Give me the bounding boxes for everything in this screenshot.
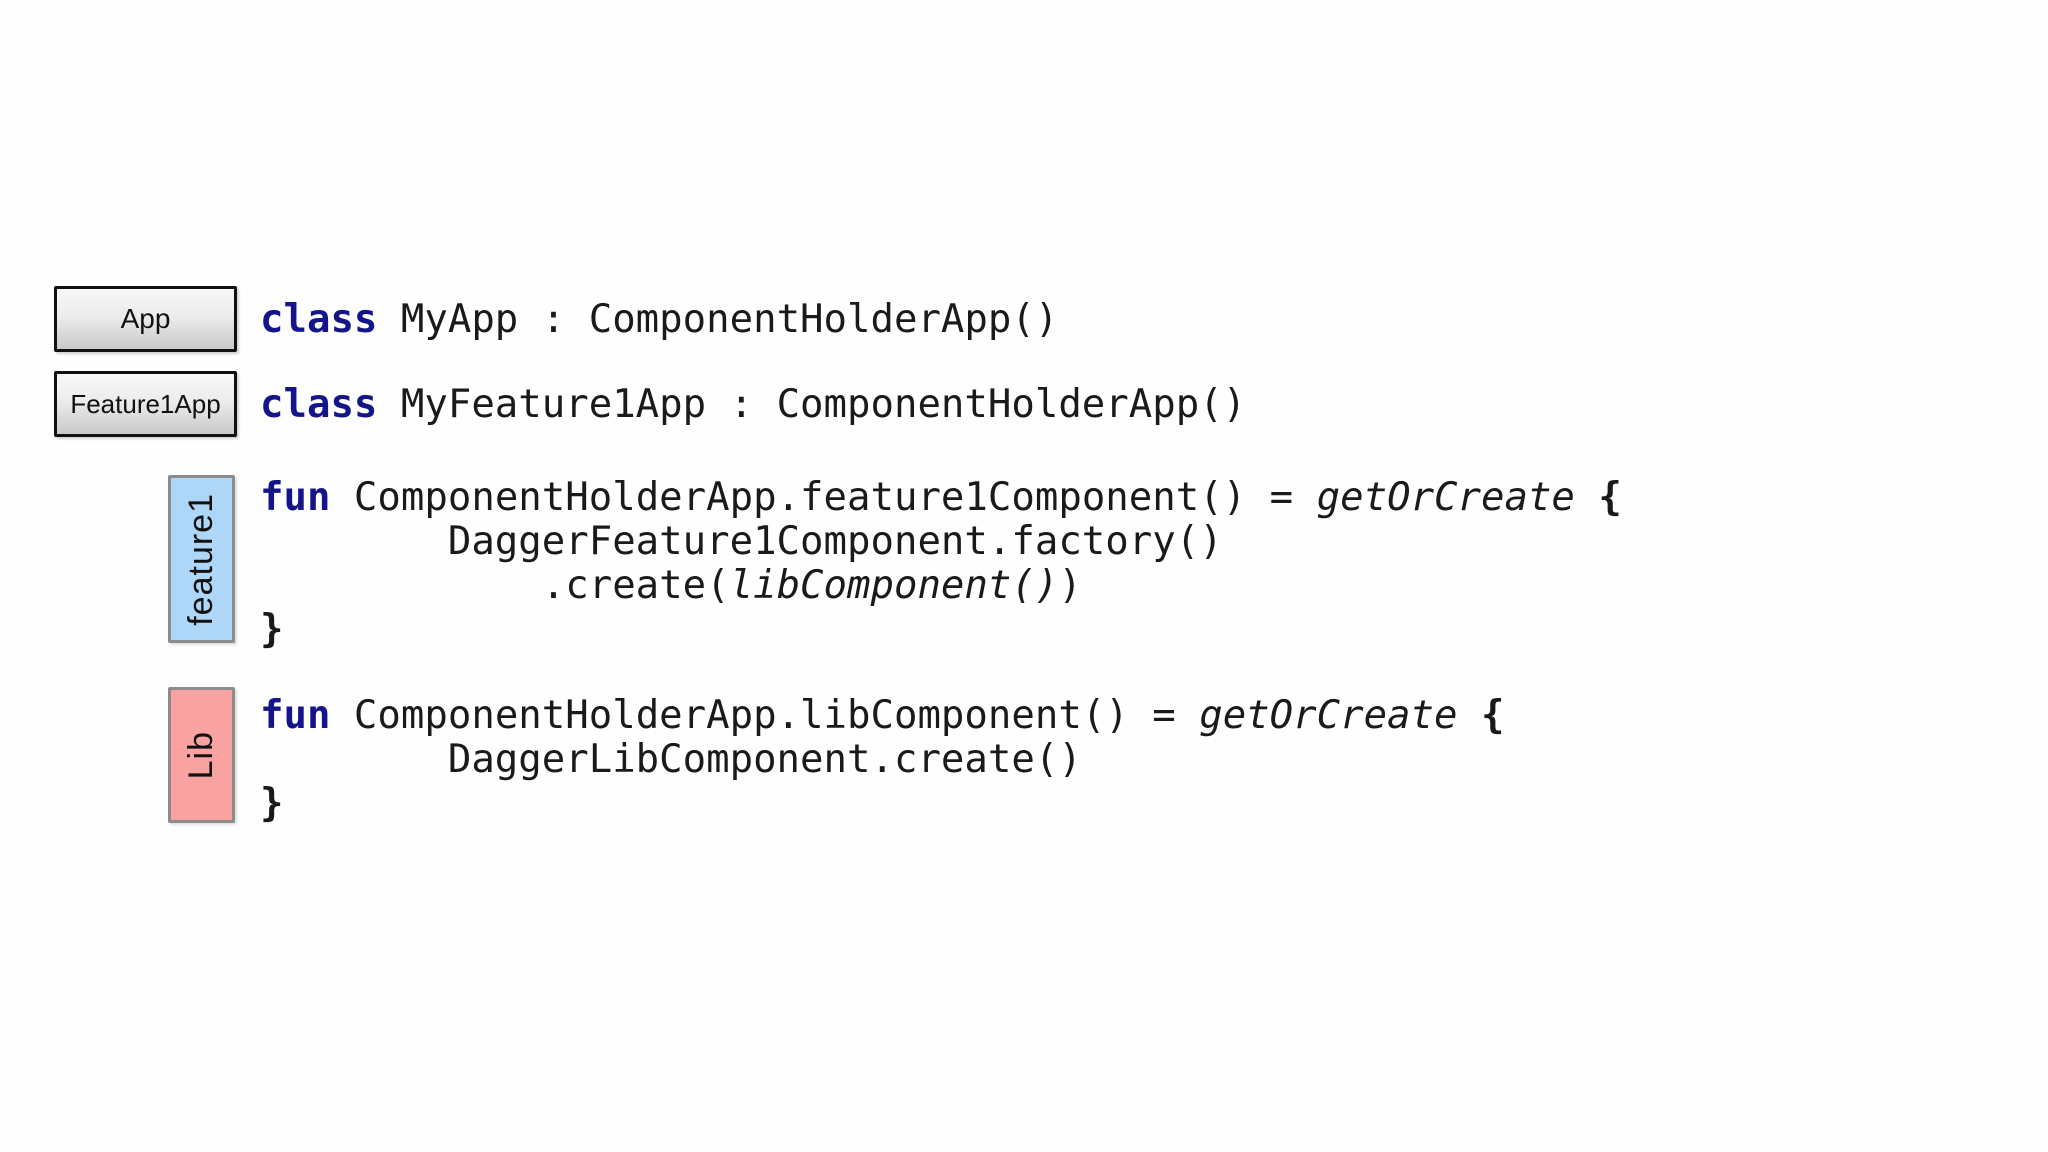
code-line: class MyFeature1App : ComponentHolderApp… [260,383,1246,427]
keyword-fun: fun [260,693,331,738]
code-text: DaggerLibComponent.create() [260,737,1082,782]
lib-label-box: Lib [168,687,235,823]
code-text: MyFeature1App : ComponentHolderApp() [377,382,1247,427]
feature1app-code-line: class MyFeature1App : ComponentHolderApp… [260,383,1246,427]
code-text: MyApp : ComponentHolderApp() [377,297,1059,342]
code-line: fun ComponentHolderApp.feature1Component… [260,476,1622,520]
keyword-class: class [260,382,378,427]
close-brace: } [260,781,284,826]
open-brace: { [1574,475,1622,520]
close-brace: } [260,607,284,652]
code-text: ) [1058,563,1082,608]
feature1app-label-box: Feature1App [54,371,237,437]
app-label: App [120,303,171,334]
code-italic-libcomponent: libComponent() [729,563,1059,608]
open-brace: { [1457,693,1505,738]
code-italic-getorcreate: getOrCreate [1316,475,1575,520]
code-italic-getorcreate: getOrCreate [1199,693,1458,738]
code-line: class MyApp : ComponentHolderApp() [260,298,1058,342]
code-line: DaggerFeature1Component.factory() [260,520,1622,564]
lib-code-block: fun ComponentHolderApp.libComponent() = … [260,694,1504,826]
keyword-class: class [260,297,378,342]
code-line: fun ComponentHolderApp.libComponent() = … [260,694,1504,738]
code-text: ComponentHolderApp.feature1Component() = [330,475,1317,520]
feature1-label: feature1 [182,492,220,626]
code-line: DaggerLibComponent.create() [260,738,1504,782]
feature1-code-block: fun ComponentHolderApp.feature1Component… [260,476,1622,652]
code-text: DaggerFeature1Component.factory() [260,519,1223,564]
lib-label: Lib [182,730,220,780]
feature1-label-box: feature1 [168,475,235,643]
code-text: .create( [260,563,730,608]
app-code-line: class MyApp : ComponentHolderApp() [260,298,1058,342]
keyword-fun: fun [260,475,331,520]
feature1app-label: Feature1App [70,388,221,419]
code-text: ComponentHolderApp.libComponent() = [330,693,1200,738]
app-label-box: App [54,286,237,352]
code-line: } [260,782,1504,826]
code-line: .create(libComponent()) [260,564,1622,608]
code-line: } [260,608,1622,652]
